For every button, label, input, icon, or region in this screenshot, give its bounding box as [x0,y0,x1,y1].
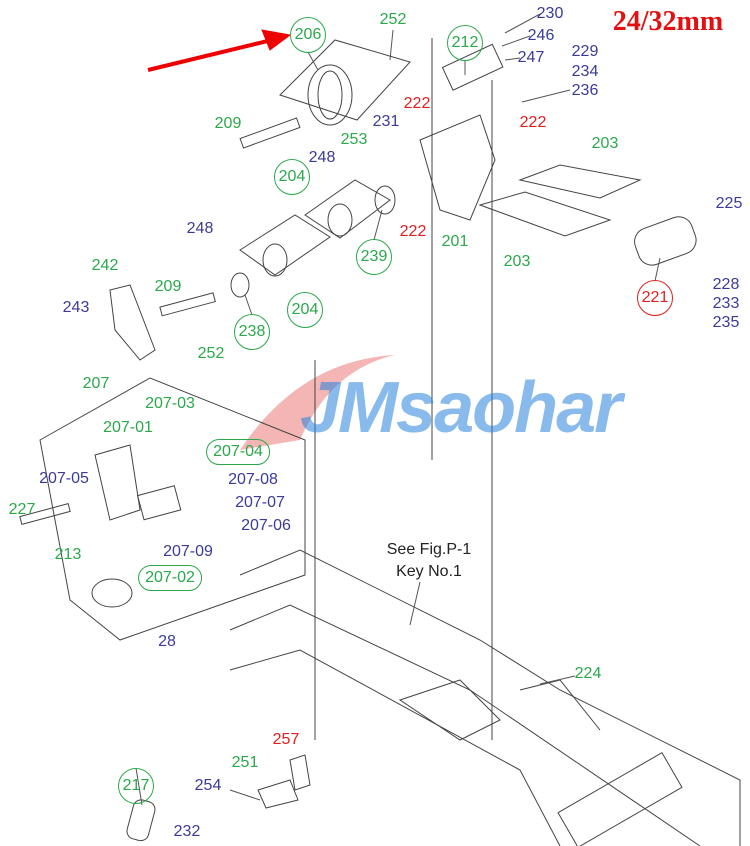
part-label: 225 [715,195,743,212]
part-label: 204 [274,159,310,195]
part-label: 204 [287,292,323,328]
part-label: 236 [571,82,599,99]
part-label: 201 [441,233,469,250]
reference-note-line2: Key No.1 [396,563,462,580]
part-label: 222 [519,114,547,131]
part-label: 207 [82,375,110,392]
part-label: 252 [379,11,407,28]
red-arrow-icon [147,29,292,72]
part-label: 207-05 [39,470,89,487]
part-label: 203 [591,135,619,152]
part-label: 253 [340,131,368,148]
part-label: 222 [399,223,427,240]
part-label: 229 [571,43,599,60]
part-label: 230 [536,5,564,22]
size-title: 24/32mm [612,6,724,37]
part-label: 251 [231,754,259,771]
part-label: 206 [290,17,326,53]
part-label: 243 [62,299,90,316]
part-label: 254 [194,777,222,794]
part-label: 207-04 [206,439,270,465]
part-label: 213 [54,546,82,563]
part-label: 247 [517,49,545,66]
part-label: 207-08 [228,471,278,488]
part-label: 203 [503,253,531,270]
part-label: 235 [712,314,740,331]
part-label: 209 [154,278,182,295]
part-label: 217 [118,768,154,804]
watermark-logo: JMsaohar [300,368,622,448]
part-label: 248 [186,220,214,237]
part-label: 212 [447,25,483,61]
part-label: 248 [308,149,336,166]
part-label: 233 [712,295,740,312]
part-label: 252 [197,345,225,362]
part-label: 257 [272,731,300,748]
part-label: 232 [173,823,201,840]
part-label: 242 [91,257,119,274]
part-label: 222 [403,95,431,112]
part-label: 207-07 [235,494,285,511]
part-label: 227 [8,501,36,518]
part-label: 238 [234,314,270,350]
part-label: 207-09 [163,543,213,560]
part-label: 28 [158,633,176,650]
part-label: 234 [571,63,599,80]
part-label: 239 [356,239,392,275]
part-label: 221 [637,280,673,316]
part-label: 207-03 [145,395,195,412]
part-label: 207-02 [138,565,202,591]
part-label: 207-01 [103,419,153,436]
part-label: 231 [372,113,400,130]
part-label: 207-06 [241,517,291,534]
part-label: 246 [527,27,555,44]
part-label: 209 [214,115,242,132]
reference-note-line1: See Fig.P-1 [386,541,472,558]
part-label: 228 [712,276,740,293]
part-label: 224 [574,665,602,682]
